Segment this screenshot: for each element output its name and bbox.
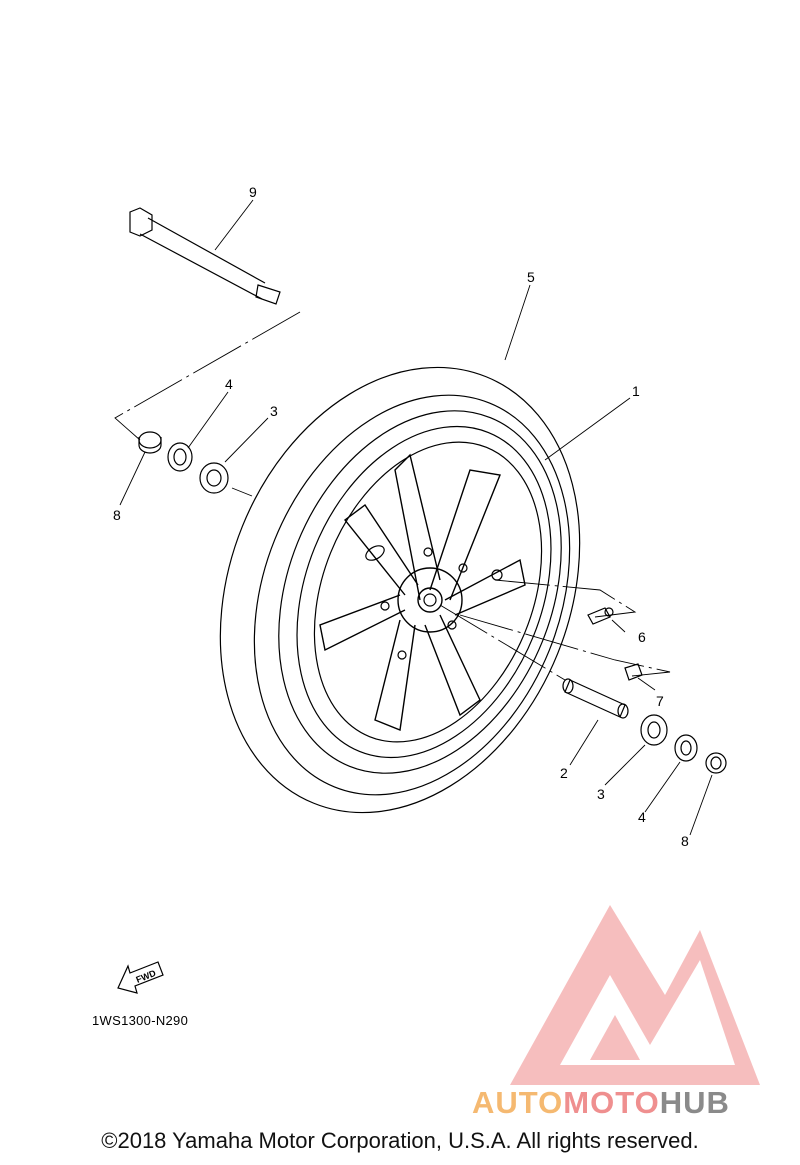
wheel-spokes (319, 453, 526, 731)
callout-4-left: 4 (225, 376, 233, 392)
callout-2: 2 (560, 765, 568, 781)
fwd-arrow-icon: FWD (117, 961, 164, 994)
watermark-brand: AUTOMOTOHUB (472, 1085, 730, 1121)
oil-seal-part-4-left (167, 442, 193, 472)
wheel-assembly (219, 366, 581, 814)
callout-3-right: 3 (597, 786, 605, 802)
callout-labels: 9 5 1 4 3 8 6 7 2 3 4 8 (113, 184, 689, 849)
callout-3-left: 3 (270, 403, 278, 419)
callout-6: 6 (638, 629, 646, 645)
drawing-code: 1WS1300-N290 (92, 1013, 189, 1028)
callout-1: 1 (632, 383, 640, 399)
collar-part-8-right (705, 752, 727, 774)
oil-seal-part-4-right (674, 734, 698, 762)
copyright-notice: ©2018 Yamaha Motor Corporation, U.S.A. A… (101, 1128, 699, 1153)
callout-8-left: 8 (113, 507, 121, 523)
callout-8-right: 8 (681, 833, 689, 849)
brand-part-hub: HUB (659, 1085, 730, 1120)
leader-lines (114, 199, 713, 836)
balance-weight-part-7 (624, 663, 643, 681)
valve-part-6 (587, 607, 614, 625)
callout-4-right: 4 (638, 809, 646, 825)
callout-9: 9 (249, 184, 257, 200)
brand-part-auto: AUTO (472, 1085, 564, 1120)
bearing-part-3-left (199, 462, 229, 494)
collar-part-2 (562, 678, 629, 719)
callout-7: 7 (656, 693, 664, 709)
collar-part-8-left (138, 431, 162, 454)
brand-part-moto: MOTO (563, 1085, 660, 1120)
watermark-logo-icon (510, 905, 760, 1085)
bearing-part-3-right (640, 714, 668, 746)
callout-5: 5 (527, 269, 535, 285)
axle-part-9 (129, 207, 281, 305)
